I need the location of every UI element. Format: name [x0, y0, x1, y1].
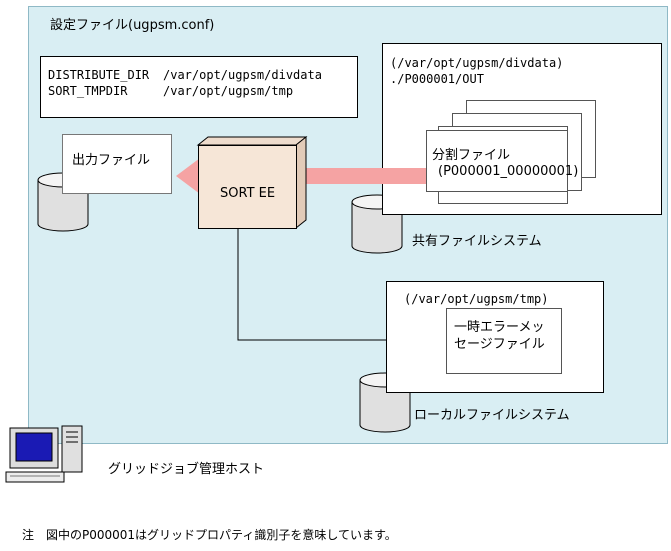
sort-to-local-connector — [237, 228, 386, 341]
temp-error-doc — [446, 308, 562, 374]
config-key-sorttmp: SORT_TMPDIR — [48, 84, 128, 98]
local-fs-label: ローカルファイルシステム — [414, 408, 570, 423]
config-val-distribute: /var/opt/ugpsm/divdata — [163, 68, 322, 82]
output-file-doc — [62, 134, 172, 194]
temp-error-label-2: セージファイル — [454, 337, 545, 352]
temp-error-label-1: 一時エラーメッ — [454, 320, 545, 335]
config-file-box — [40, 56, 358, 118]
split-file-doc — [426, 130, 568, 192]
split-file-label: 分割ファイル — [432, 148, 511, 163]
output-file-label: 出力ファイル — [72, 153, 151, 168]
host-label: グリッドジョブ管理ホスト — [108, 462, 265, 477]
shared-fs-label: 共有ファイルシステム — [412, 234, 542, 249]
sort-ee-label: SORT EE — [220, 186, 276, 201]
shared-fs-subpath: ./P000001/OUT — [390, 72, 484, 86]
sort-ee-box — [198, 145, 297, 229]
local-fs-path: (/var/opt/ugpsm/tmp) — [404, 292, 549, 306]
config-val-sorttmp: /var/opt/ugpsm/tmp — [163, 84, 294, 98]
footnote: 注 図中のP000001はグリッドプロパティ識別子を意味しています。 — [22, 528, 397, 542]
split-file-name: (P000001_00000001) — [438, 164, 579, 179]
config-file-title: 設定ファイル(ugpsm.conf) — [50, 18, 215, 33]
config-key-distribute: DISTRIBUTE_DIR — [48, 68, 150, 82]
shared-fs-path: (/var/opt/ugpsm/divdata) — [390, 56, 564, 70]
